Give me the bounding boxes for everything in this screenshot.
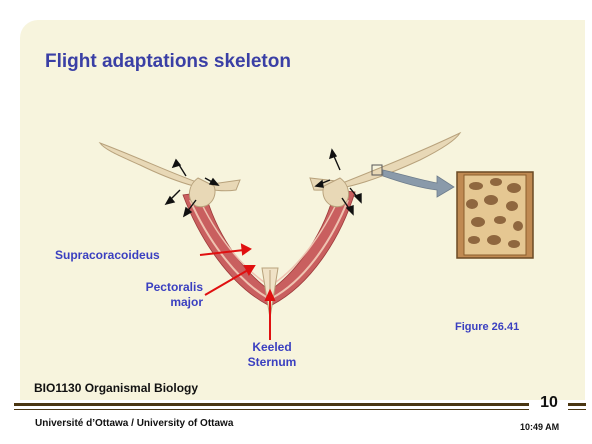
keeled-line-1: Keeled — [239, 340, 305, 355]
page-number: 10 — [534, 394, 564, 412]
pectoralis-line-2: major — [131, 295, 203, 310]
footer-rule — [14, 403, 529, 406]
bone-cross-section — [457, 172, 533, 258]
supracoracoideus-label: Supracoracoideus — [55, 248, 160, 263]
magnify-arrow-icon — [383, 170, 454, 197]
footer-rule-right — [568, 403, 586, 406]
keeled-sternum-label: Keeled Sternum — [239, 340, 305, 370]
pectoralis-line-1: Pectoralis — [131, 280, 203, 295]
course-title: BIO1130 Organismal Biology — [34, 381, 198, 395]
slide-time: 10:49 AM — [520, 422, 559, 432]
right-pectoral-muscle — [268, 190, 355, 305]
footer-rule-thin-right — [568, 409, 586, 410]
footer-rule-thin — [14, 409, 529, 410]
keeled-line-2: Sternum — [239, 355, 305, 370]
figure-reference: Figure 26.41 — [455, 320, 519, 335]
left-wing-bone — [100, 143, 240, 191]
university-name: Université d’Ottawa / University of Otta… — [35, 418, 233, 429]
pectoralis-major-label: Pectoralis major — [131, 280, 203, 310]
